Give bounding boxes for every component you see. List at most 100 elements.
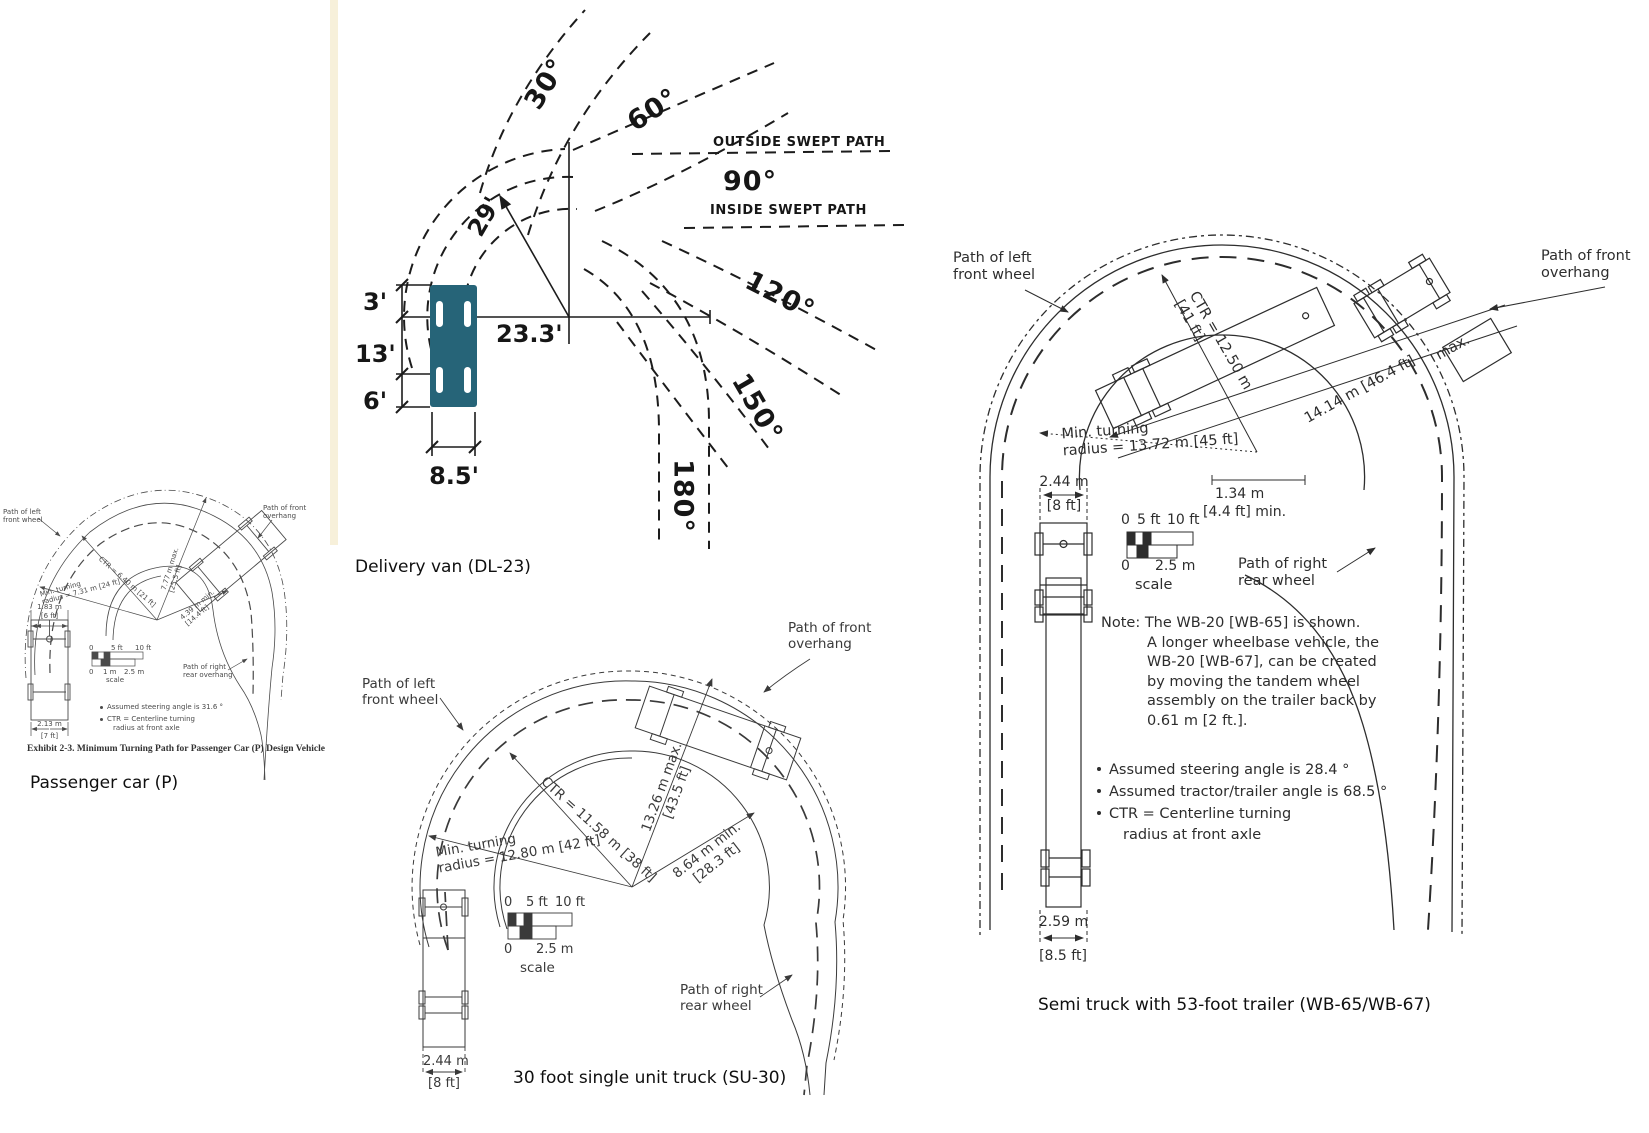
scan-edge-strip: [330, 0, 338, 545]
scale-bar: [91, 651, 144, 667]
width-bottom-ft: [8.5 ft]: [1039, 948, 1087, 964]
truck-straight: [418, 889, 469, 1048]
passenger-caption: Passenger car (P): [30, 773, 179, 793]
scale-2-5m: 2.5 m: [124, 668, 145, 676]
car-dimension-lines: [31, 610, 69, 736]
scale-5ft: 5 ft: [111, 644, 123, 652]
scale-zero-ft: 0: [504, 895, 513, 910]
min-offtrack-ft: [4.4 ft] min.: [1203, 504, 1287, 520]
path-left-front-wheel-label: Path of left front wheel: [362, 676, 439, 708]
rig-turned: [1094, 253, 1513, 430]
truck-turned: [634, 685, 802, 781]
turning-arcs: [979, 234, 1465, 936]
van-vehicle: [430, 285, 477, 407]
width-top-ft: [8 ft]: [1046, 498, 1082, 514]
wb65-drawing: [979, 234, 1606, 945]
su30-caption: 30 foot single unit truck (SU-30): [513, 1068, 787, 1088]
angle-label-90: 90°: [723, 166, 778, 197]
outside-swept-path-label: OUTSIDE SWEPT PATH: [713, 135, 886, 150]
note-line: WB-20 [WB-67], can be created: [1147, 654, 1377, 671]
arrow-90-icon: [770, 171, 820, 207]
scale-1m: 1 m: [103, 668, 117, 676]
note-block: Note: The WB-20 [WB-65] is shown. A long…: [1101, 614, 1379, 731]
width-bottom-m: 2.13 m: [37, 720, 62, 728]
scale-word: scale: [1135, 577, 1173, 593]
scale-zero-m: 0: [504, 942, 513, 957]
scale-2-5m: 2.5 m: [1155, 558, 1196, 574]
passenger-car-drawing: [24, 489, 288, 781]
assumptions-block: Assumed steering angle is 28.4 ° Assumed…: [1109, 760, 1387, 847]
width-top-m: 2.44 m: [1039, 474, 1089, 490]
scale-bar: [1126, 531, 1194, 559]
dl23-drawing: [330, 0, 905, 570]
bullet-icon: [1097, 767, 1101, 771]
scale-10ft: 10 ft: [1167, 512, 1200, 528]
assumption-ctr-line2: radius at front axle: [1123, 827, 1262, 844]
scale-5ft: 5 ft: [526, 895, 548, 910]
bullet-icon: [1097, 789, 1101, 793]
path-left-front-wheel-label: Path of left front wheel: [3, 508, 43, 525]
scale-10ft: 10 ft: [135, 644, 152, 652]
scale-bar: [507, 912, 573, 940]
path-right-rear-wheel-label: Path of right rear wheel: [1238, 556, 1328, 589]
path-right-rear-overhang-label: Path of right rear overhang: [183, 663, 233, 680]
width-dimensions: [1039, 488, 1088, 945]
dim-rear-overhang: 6': [363, 387, 388, 415]
width-top-ft: [6 ft]: [40, 612, 59, 620]
path-left-front-wheel-label: Path of left front wheel: [953, 250, 1036, 283]
note-line: Note: The WB-20 [WB-65] is shown.: [1101, 615, 1361, 631]
path-front-overhang-label: Path of front overhang: [1541, 248, 1631, 281]
ctr-note-line2: radius at front axle: [113, 724, 180, 732]
scale-10ft: 10 ft: [555, 895, 586, 910]
note-line: A longer wheelbase vehicle, the: [1147, 634, 1380, 651]
width-m: 2.44 m: [423, 1054, 469, 1069]
path-front-overhang-label: Path of front overhang: [263, 504, 307, 521]
scale-zero-ft: 0: [89, 644, 94, 652]
inside-swept-path-label: INSIDE SWEPT PATH: [710, 203, 867, 218]
passenger-car-diagram: Path of left front wheel Path of front o…: [0, 460, 325, 800]
width-dimension: [422, 1047, 466, 1076]
scale-zero-m: 0: [89, 668, 94, 676]
width-bottom-m: 2.59 m: [1038, 914, 1089, 930]
scale-zero-ft: 0: [1121, 512, 1130, 528]
turning-arcs: [411, 670, 847, 1096]
dl23-diagram: 30° 60° 90° 120° 150° 180° OUTSIDE SWEPT…: [330, 0, 910, 585]
dim-front-overhang: 3': [363, 288, 388, 316]
wb65-diagram: Path of left front wheel Path of front o…: [905, 190, 1649, 1050]
ctr-note-line1: CTR = Centerline turning: [107, 715, 195, 723]
dim-width: 8.5': [429, 462, 479, 490]
note-line: 0.61 m [2 ft.].: [1147, 712, 1248, 729]
angle-label-180: 180°: [667, 459, 699, 533]
scale-word: scale: [520, 960, 555, 976]
dim-wheelbase: 13': [355, 340, 396, 368]
min-offtrack-m: 1.34 m: [1215, 486, 1265, 502]
width-top-m: 1.83 m: [37, 603, 62, 611]
rig-straight: [1034, 522, 1093, 908]
scale-5ft: 5 ft: [1137, 512, 1161, 528]
radius-arrows: [37, 497, 273, 671]
assumption-tractor-trailer-angle: Assumed tractor/trailer angle is 68.5 °: [1109, 783, 1388, 800]
bullet-icon: [100, 718, 103, 721]
radius-and-dimension-lines: [1024, 274, 1606, 573]
exhibit-caption: Exhibit 2-3. Minimum Turning Path for Pa…: [27, 744, 325, 754]
width-bottom-ft: [7 ft]: [40, 732, 59, 740]
su30-diagram: Path of left front wheel Path of front o…: [340, 595, 880, 1096]
steering-angle-note: Assumed steering angle is 31.6 °: [107, 703, 224, 711]
path-right-rear-wheel-label: Path of right rear wheel: [680, 982, 763, 1014]
assumption-ctr-line1: CTR = Centerline turning: [1109, 805, 1292, 822]
dl23-caption: Delivery van (DL-23): [355, 557, 531, 577]
note-line: by moving the tandem wheel: [1147, 673, 1360, 690]
scale-2-5m: 2.5 m: [536, 942, 574, 957]
su30-drawing: [411, 658, 847, 1096]
assumption-steering-angle: Assumed steering angle is 28.4 °: [1109, 762, 1350, 778]
dim-turn-radius: 23.3': [496, 320, 563, 348]
width-ft: [8 ft]: [428, 1076, 460, 1091]
path-front-overhang-label: Path of front overhang: [788, 620, 872, 652]
radius-arrows: [428, 658, 811, 998]
bullet-icon: [1097, 811, 1101, 815]
car-turned: [175, 509, 287, 613]
note-line: assembly on the trailer back by: [1147, 693, 1377, 710]
scale-zero-m: 0: [1121, 558, 1130, 574]
scale-word: scale: [106, 676, 125, 684]
